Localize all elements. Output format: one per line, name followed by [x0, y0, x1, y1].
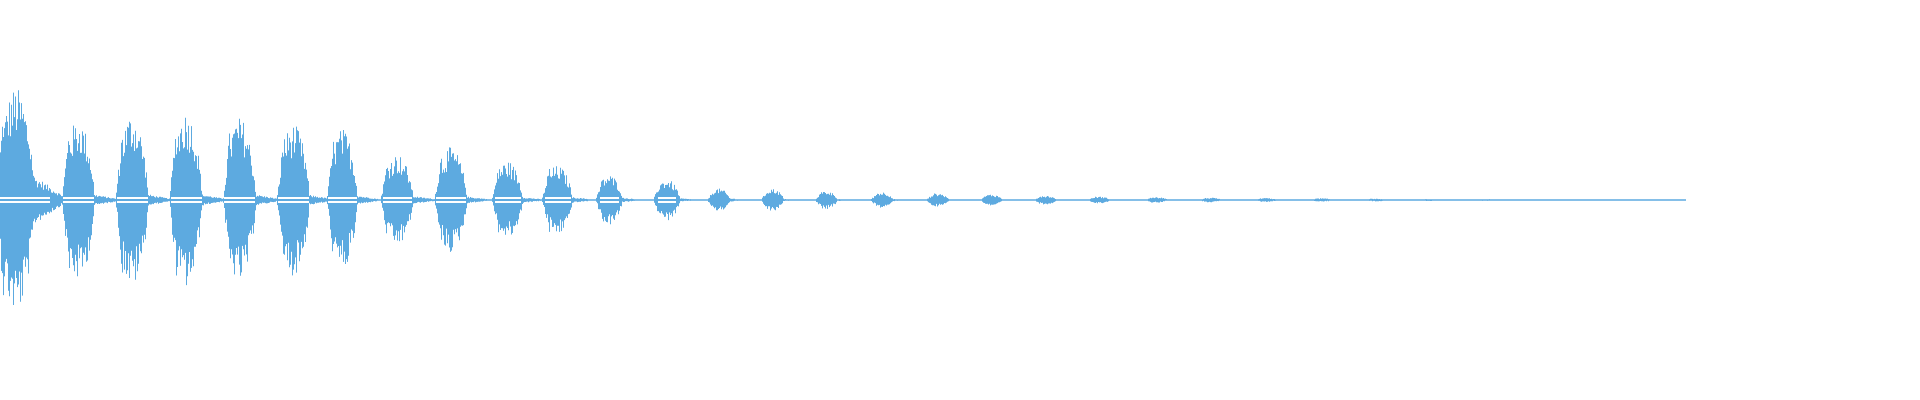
- waveform-samples: [0, 90, 1686, 305]
- waveform-path: [0, 90, 1686, 305]
